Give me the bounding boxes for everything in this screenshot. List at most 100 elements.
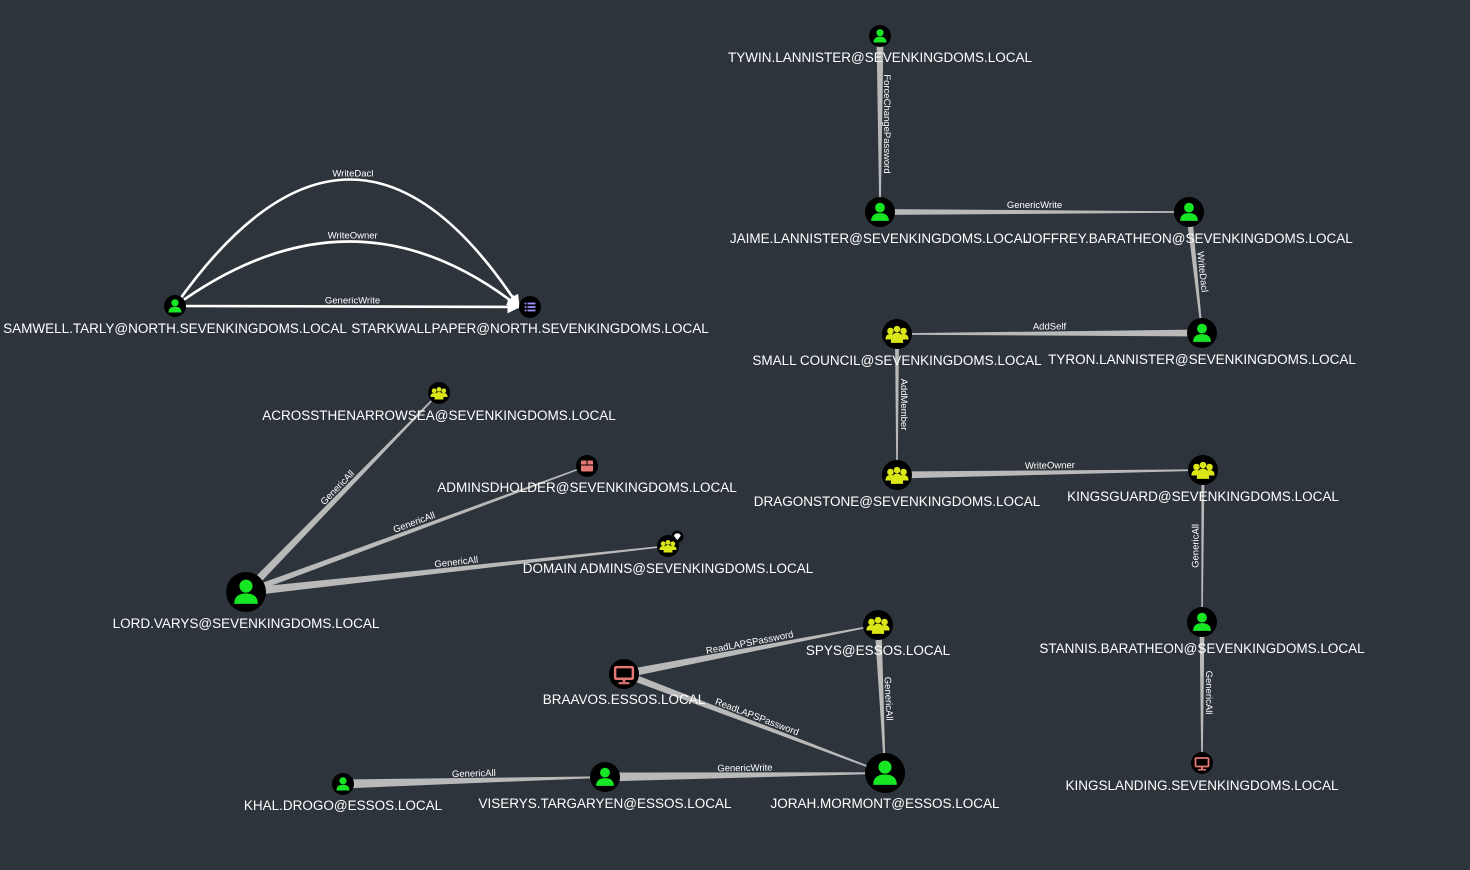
group-icon [885,325,909,343]
node-label: BRAAVOS.ESSOS.LOCAL [543,692,706,707]
node-varys[interactable]: LORD.VARYS@SEVENKINGDOMS.LOCAL [113,572,380,631]
edge-tywin-jaime[interactable] [876,36,884,212]
edge-label-writeowner: WriteOwner [328,231,378,242]
edge-label-readlapspassword: ReadLAPSPassword [713,697,800,739]
edge-khaldrogo-viserys[interactable] [342,776,606,789]
node-label: TYRON.LANNISTER@SEVENKINGDOMS.LOCAL [1048,352,1356,367]
node-label: DRAGONSTONE@SEVENKINGDOMS.LOCAL [754,494,1041,509]
node-label: KINGSGUARD@SEVENKINGDOMS.LOCAL [1067,489,1339,504]
edge-samwell-starkwallpaper[interactable] [174,300,521,314]
node-label: JAIME.LANNISTER@SEVENKINGDOMS.LOCAL [730,231,1031,246]
group-icon [1191,461,1215,479]
group-icon [885,466,909,484]
node-label: DOMAIN ADMINS@SEVENKINGDOMS.LOCAL [523,561,814,576]
edge-label-addmember: AddMember [898,379,909,431]
edge-label-genericall: GenericAll [881,677,894,721]
node-label: ADMINSDHOLDER@SEVENKINGDOMS.LOCAL [437,480,737,495]
edge-label-genericwrite: GenericWrite [325,296,380,307]
edge-label-genericall: GenericAll [434,555,479,571]
edge-varys-adminsdholder[interactable] [244,465,588,595]
node-joffrey[interactable]: JOFFREY.BARATHEON@SEVENKINGDOMS.LOCAL [1025,197,1353,246]
node-khaldrogo[interactable]: KHAL.DROGO@ESSOS.LOCAL [244,773,443,813]
edge-samwell-starkwallpaper[interactable] [173,178,521,309]
node-tyron[interactable]: TYRON.LANNISTER@SEVENKINGDOMS.LOCAL [1048,318,1356,367]
edge-stannis-kingslanding[interactable] [1199,622,1205,763]
node-kingsguard[interactable]: KINGSGUARD@SEVENKINGDOMS.LOCAL [1067,455,1339,504]
node-viserys[interactable]: VISERYS.TARGARYEN@ESSOS.LOCAL [478,762,732,811]
user-icon [596,767,614,786]
edge-tyron-smallcouncil[interactable] [896,329,1203,337]
node-adminsdholder[interactable]: ADMINSDHOLDER@SEVENKINGDOMS.LOCAL [437,455,737,495]
list-icon [524,302,536,312]
node-samwell[interactable]: SAMWELL.TARLY@NORTH.SEVENKINGDOMS.LOCAL [3,295,347,336]
edges-layer [173,36,1205,789]
node-label: SMALL COUNCIL@SEVENKINGDOMS.LOCAL [752,353,1042,368]
edge-label-genericall: GenericAll [1203,671,1214,715]
edge-jaime-joffrey[interactable] [880,209,1189,215]
edge-label-addself: AddSelf [1033,321,1067,332]
node-label: STANNIS.BARATHEON@SEVENKINGDOMS.LOCAL [1039,641,1365,656]
node-label: ACROSSTHENARROWSEA@SEVENKINGDOMS.LOCAL [262,408,616,423]
edge-dragonstone-kingsguard[interactable] [896,469,1204,479]
edge-viserys-jorah[interactable] [604,772,886,782]
user-icon [168,299,182,313]
edge-spys-jorah[interactable] [874,624,886,774]
node-label: SPYS@ESSOS.LOCAL [806,643,951,658]
node-smallcouncil[interactable]: SMALL COUNCIL@SEVENKINGDOMS.LOCAL [752,319,1042,368]
node-label: JORAH.MORMONT@ESSOS.LOCAL [771,796,1000,811]
edge-label-forcechangepassword: ForceChangePassword [881,74,892,173]
user-icon [1180,202,1198,221]
edge-varys-acrossthenarrowsea[interactable] [243,392,440,595]
box-icon [581,460,593,472]
node-label: STARKWALLPAPER@NORTH.SEVENKINGDOMS.LOCAL [351,321,709,336]
user-icon [873,760,897,785]
node-braavos[interactable]: BRAAVOS.ESSOS.LOCAL [543,659,706,707]
user-icon [873,29,887,43]
edge-smallcouncil-dragonstone[interactable] [895,334,899,475]
edge-label-writeowner: WriteOwner [1025,460,1075,472]
node-domainadmins[interactable]: DOMAIN ADMINS@SEVENKINGDOMS.LOCAL [523,530,814,576]
edge-joffrey-tyron[interactable] [1186,211,1203,334]
edge-label-genericwrite: GenericWrite [717,763,772,775]
gem-icon [671,530,684,543]
node-dragonstone[interactable]: DRAGONSTONE@SEVENKINGDOMS.LOCAL [754,460,1041,509]
node-label: VISERYS.TARGARYEN@ESSOS.LOCAL [478,796,732,811]
node-stannis[interactable]: STANNIS.BARATHEON@SEVENKINGDOMS.LOCAL [1039,607,1365,656]
edge-braavos-spys[interactable] [623,624,879,678]
user-icon [1193,612,1211,631]
node-label: KHAL.DROGO@ESSOS.LOCAL [244,798,443,813]
edge-label-genericall: GenericAll [319,468,357,507]
edge-label-genericall: GenericAll [1190,524,1201,568]
group-icon [866,616,890,634]
node-label: SAMWELL.TARLY@NORTH.SEVENKINGDOMS.LOCAL [3,321,347,336]
edge-label-genericall: GenericAll [452,768,496,780]
computer-icon [1194,757,1210,771]
edge-braavos-jorah[interactable] [622,670,886,774]
edge-label-writedacl: WriteDacl [332,169,373,180]
node-label: JOFFREY.BARATHEON@SEVENKINGDOMS.LOCAL [1025,231,1353,246]
node-label: TYWIN.LANNISTER@SEVENKINGDOMS.LOCAL [728,50,1032,65]
node-acrossthenarrowsea[interactable]: ACROSSTHENARROWSEA@SEVENKINGDOMS.LOCAL [262,382,616,423]
user-icon [234,579,258,604]
nodes-layer: SAMWELL.TARLY@NORTH.SEVENKINGDOMS.LOCAL S… [3,25,1365,813]
node-jaime[interactable]: JAIME.LANNISTER@SEVENKINGDOMS.LOCAL [730,197,1031,246]
node-kingslanding[interactable]: KINGSLANDING.SEVENKINGDOMS.LOCAL [1065,752,1339,793]
edge-label-genericwrite: GenericWrite [1007,200,1062,211]
node-label: KINGSLANDING.SEVENKINGDOMS.LOCAL [1065,778,1339,793]
user-icon [336,777,350,791]
node-starkwallpaper[interactable]: STARKWALLPAPER@NORTH.SEVENKINGDOMS.LOCAL [351,296,709,336]
edge-kingsguard-stannis[interactable] [1201,469,1205,623]
edge-label-genericall: GenericAll [392,510,437,536]
edge-samwell-starkwallpaper[interactable] [174,240,521,308]
node-tywin[interactable]: TYWIN.LANNISTER@SEVENKINGDOMS.LOCAL [728,25,1032,65]
user-icon [1193,323,1211,342]
group-icon [430,387,448,400]
node-jorah[interactable]: JORAH.MORMONT@ESSOS.LOCAL [771,753,1000,811]
node-spys[interactable]: SPYS@ESSOS.LOCAL [806,610,951,658]
computer-icon [613,665,635,685]
node-label: LORD.VARYS@SEVENKINGDOMS.LOCAL [113,616,380,631]
user-icon [871,202,889,221]
edge-label-writedacl: WriteDacl [1194,251,1209,293]
edge-varys-domainadmins[interactable] [245,545,669,596]
